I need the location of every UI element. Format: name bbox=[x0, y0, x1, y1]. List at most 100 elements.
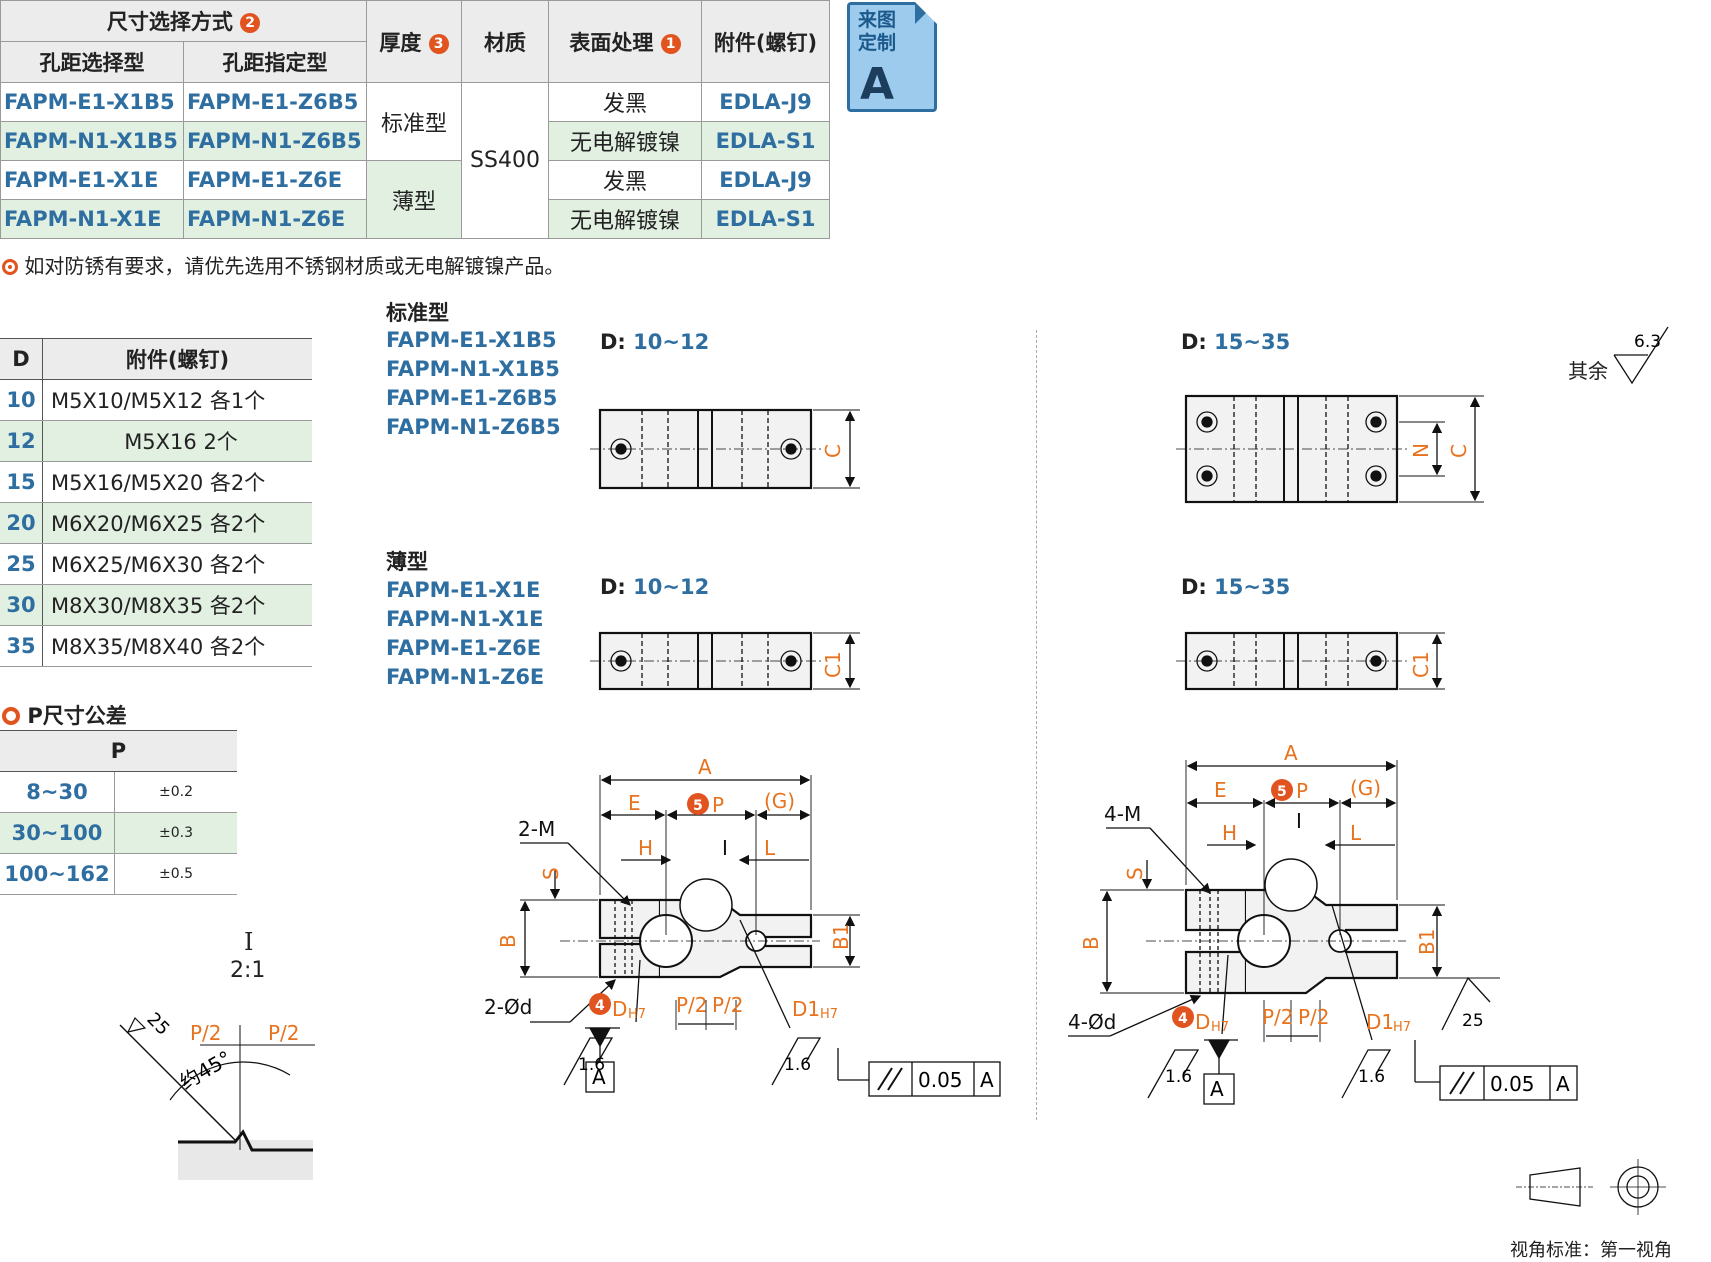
rough-4: 1.6 bbox=[1358, 1067, 1385, 1087]
screw-cell: M6X20/M6X25 各2个 bbox=[42, 502, 312, 544]
dim-d: D bbox=[612, 997, 627, 1021]
rust-note: 如对防锈有要求，请优先选用不锈钢材质或无电解镀镍产品。 bbox=[2, 250, 564, 279]
dim-g: (G) bbox=[764, 789, 795, 813]
dim-b: B bbox=[496, 934, 520, 948]
tolerance-title: P尺寸公差 bbox=[2, 700, 127, 730]
dim-b-large: B bbox=[1079, 936, 1103, 950]
screw-cell: M8X30/M8X35 各2个 bbox=[42, 584, 312, 626]
thickness-header: 厚度 3 bbox=[366, 0, 462, 83]
badge-line2: 定制 bbox=[858, 32, 897, 54]
detail-p-half-right: P/2 bbox=[268, 1021, 300, 1045]
badge-2: 2 bbox=[240, 13, 261, 33]
code-cell: FAPM-E1-Z6B5 bbox=[183, 82, 367, 122]
dim-n: N bbox=[1409, 443, 1433, 458]
standard-codes: FAPM-E1-X1B5 FAPM-N1-X1B5 FAPM-E1-Z6B5 F… bbox=[386, 326, 561, 442]
d-cell: 12 bbox=[0, 420, 43, 462]
screw-cell: M5X16 2个 bbox=[42, 420, 312, 462]
dim-a: A bbox=[698, 755, 712, 779]
standard-title: 标准型 bbox=[386, 301, 449, 325]
parallel-value: 0.05 bbox=[918, 1068, 963, 1092]
code-label: FAPM-N1-Z6E bbox=[386, 665, 545, 689]
detail-mark: I bbox=[244, 928, 254, 956]
dim-g-large: (G) bbox=[1350, 776, 1381, 800]
detail-scale: 2:1 bbox=[230, 958, 266, 983]
dim-2m: 2-M bbox=[518, 817, 555, 841]
code-cell: FAPM-N1-Z6B5 bbox=[183, 121, 367, 161]
dim-half-3: P/2 bbox=[1262, 1005, 1294, 1029]
dim-s: S bbox=[539, 867, 563, 880]
screw-d-header: D bbox=[0, 338, 43, 380]
std-d-large: D: 15~35 bbox=[1181, 330, 1291, 354]
dim-half-2: P/2 bbox=[712, 993, 744, 1017]
dim-half-1: P/2 bbox=[676, 993, 708, 1017]
dim-d1-h7: H7 bbox=[820, 1007, 838, 1022]
dim-d1: D1 bbox=[792, 997, 820, 1021]
code-cell: FAPM-N1-X1B5 bbox=[0, 121, 184, 161]
badge-5-large-circle bbox=[1271, 779, 1293, 801]
custom-drawing-badge[interactable]: 来图 定制 A bbox=[847, 2, 937, 112]
table-row: 8~30±0.2 bbox=[0, 771, 237, 813]
tolerance-table: P 8~30±0.2 30~100±0.3 100~162±0.5 bbox=[0, 730, 237, 895]
attachment-cell: EDLA-S1 bbox=[701, 199, 830, 239]
badge-4-circle bbox=[589, 993, 611, 1015]
dim-l-large: L bbox=[1350, 821, 1362, 845]
table-row: 30~100±0.3 bbox=[0, 812, 237, 854]
badge-5: 5 bbox=[693, 798, 703, 814]
code-label: FAPM-E1-X1B5 bbox=[386, 328, 557, 352]
datum-a-large: A bbox=[1210, 1077, 1224, 1101]
code-cell: FAPM-N1-Z6E bbox=[183, 199, 367, 239]
code-label: FAPM-E1-X1E bbox=[386, 578, 541, 602]
attachment-cell: EDLA-S1 bbox=[701, 121, 830, 161]
parallel-datum-large: A bbox=[1556, 1072, 1570, 1096]
dim-h-large: H bbox=[1222, 821, 1237, 845]
code-label: FAPM-N1-X1E bbox=[386, 607, 544, 631]
dim-c1-large: C1 bbox=[1409, 651, 1433, 678]
code-label: FAPM-N1-X1B5 bbox=[386, 357, 560, 381]
screw-cell: M8X35/M8X40 各2个 bbox=[42, 625, 312, 667]
dim-h: H bbox=[638, 836, 653, 860]
surface-cell: 发黑 bbox=[548, 160, 702, 200]
dim-l: L bbox=[764, 836, 776, 860]
d-cell: 15 bbox=[0, 461, 43, 503]
table-row: 100~162±0.5 bbox=[0, 853, 237, 895]
dim-4d: 4-Ød bbox=[1068, 1010, 1116, 1034]
badge-3: 3 bbox=[428, 33, 449, 54]
code-label: FAPM-E1-Z6B5 bbox=[386, 386, 558, 410]
dim-s-large: S bbox=[1123, 867, 1147, 880]
detail-p-half-left: P/2 bbox=[190, 1021, 222, 1045]
badge-5-circle bbox=[687, 793, 709, 815]
d-cell: 30 bbox=[0, 584, 43, 626]
range-cell: 30~100 bbox=[0, 812, 115, 854]
range-cell: 100~162 bbox=[0, 853, 115, 895]
surface-cell: 无电解镀镍 bbox=[548, 199, 702, 239]
badge-line1: 来图 bbox=[858, 9, 897, 31]
thin-title: 薄型 bbox=[386, 550, 428, 574]
detail-drawing: 25 P/2 P/2 约45° bbox=[119, 1009, 315, 1180]
screw-cell: M5X16/M5X20 各2个 bbox=[42, 461, 312, 503]
dim-half-4: P/2 bbox=[1298, 1005, 1330, 1029]
code-cell: FAPM-E1-X1B5 bbox=[0, 82, 184, 122]
attachment-header: 附件(螺钉) bbox=[701, 0, 830, 83]
range-cell: 8~30 bbox=[0, 771, 115, 813]
thickness-standard: 标准型 bbox=[366, 82, 462, 161]
code-label: FAPM-E1-Z6E bbox=[386, 636, 542, 660]
rough-5: 25 bbox=[1462, 1011, 1484, 1031]
dim-c: C bbox=[821, 444, 845, 458]
thickness-thin: 薄型 bbox=[366, 160, 462, 239]
tol-cell: ±0.3 bbox=[114, 812, 237, 854]
view-standard: 视角标准：第一视角 bbox=[1510, 1240, 1672, 1261]
roughness-other: 其余 6.3 bbox=[1568, 325, 1669, 385]
rough-1: 1.6 bbox=[578, 1055, 605, 1075]
dim-h7-large: H7 bbox=[1211, 1020, 1229, 1035]
dim-i: I bbox=[722, 836, 728, 860]
thin-codes: FAPM-E1-X1E FAPM-N1-X1E FAPM-E1-Z6E FAPM… bbox=[386, 576, 544, 692]
note-bullet-icon bbox=[2, 259, 18, 275]
dim-i-large: I bbox=[1296, 809, 1302, 833]
d-cell: 10 bbox=[0, 379, 43, 421]
